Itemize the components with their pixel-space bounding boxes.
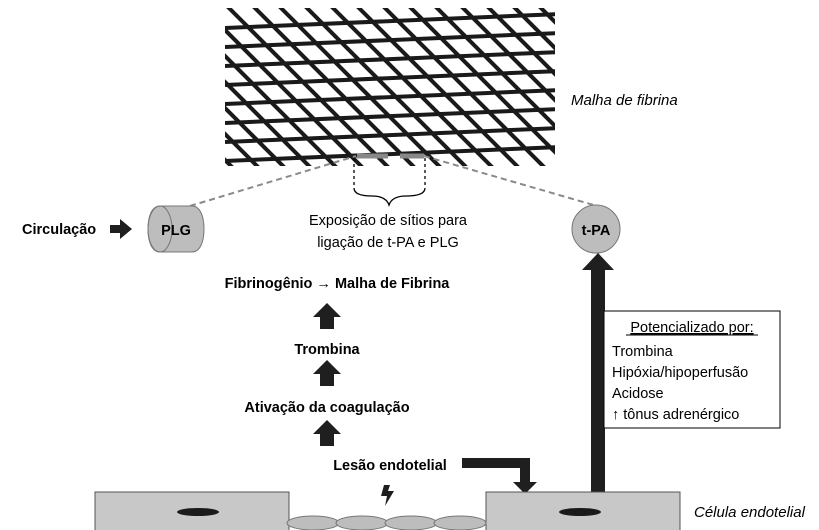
potentiator-item: ↑ tônus adrenérgico [612, 407, 739, 423]
fibrin-mesh-label: Malha de fibrina [571, 92, 678, 109]
arrow-up-icon [313, 303, 341, 329]
exposure-line-2: ligação de t-PA e PLG [317, 235, 459, 251]
fibrin-strand-horizontal [225, 88, 555, 106]
damaged-cells [286, 515, 487, 530]
tpa-release-arrow-icon [582, 253, 614, 492]
endothelial-cell-left [94, 491, 290, 530]
circulation-arrow-icon [110, 219, 132, 239]
fibrin-strand-diagonal [460, 8, 555, 103]
fibrin-strand-diagonal [44, 5, 214, 175]
tpa-dashed-connector [423, 155, 605, 209]
fibrin-strand-horizontal [225, 12, 555, 30]
fibrin-strand-diagonal [304, 8, 468, 166]
fibrin-strand-diagonal [564, 5, 734, 175]
potentiator-item: Trombina [612, 344, 674, 360]
fibrin-strand-horizontal [225, 145, 555, 163]
plg-dashed-connector [189, 155, 357, 207]
fibrin-strand-horizontal [225, 107, 555, 125]
fibrinogen-step-label: Fibrinogênio → Malha de Fibrina [225, 276, 451, 292]
fibrin-strand-diagonal [225, 27, 364, 166]
fibrin-strand-diagonal [226, 8, 390, 166]
thrombin-label: Trombina [294, 342, 360, 358]
fibrin-strand-diagonal [225, 79, 312, 166]
fibrin-strand-diagonal [486, 8, 555, 77]
tpa-label: t-PA [582, 223, 611, 239]
fibrin-strand-diagonal [382, 8, 546, 166]
fibrin-strand-diagonal [408, 8, 555, 155]
fibrin-strand-diagonal [538, 8, 555, 25]
arrow-up-icon [313, 420, 341, 446]
exposure-line-1: Exposição de sítios para [309, 213, 468, 229]
fibrin-strand-diagonal [330, 8, 494, 166]
fibrin-strand-diagonal [225, 53, 338, 166]
plg-node: PLG [147, 205, 205, 253]
fibrin-mesh [0, 5, 760, 175]
endothelial-lesion-label: Lesão endotelial [333, 458, 447, 474]
potentiator-item: Hipóxia/hipoperfusão [612, 365, 748, 381]
fibrin-strand-horizontal [225, 50, 555, 68]
fibrin-strand-diagonal [225, 131, 260, 166]
fibrin-strand-diagonal [356, 8, 520, 166]
coag-activation-label: Ativação da coagulação [244, 400, 409, 416]
plg-label: PLG [161, 223, 191, 239]
fibrin-strand-diagonal [434, 8, 555, 129]
arrow-up-icon [313, 360, 341, 386]
fibrin-strand-diagonal [278, 8, 442, 166]
potentiators-title: Potencializado por: [630, 320, 753, 336]
circulation-label: Circulação [22, 222, 96, 238]
fibrin-strand-diagonal [590, 5, 760, 175]
potentiators-box [603, 310, 781, 429]
fibrin-strand-diagonal [18, 5, 188, 175]
fibrin-strand-diagonal [225, 105, 286, 166]
binding-site-bracket [353, 158, 426, 208]
fibrin-strand-diagonal [225, 157, 234, 166]
endothelial-cell-right [485, 491, 681, 530]
endothelial-cell-label: Célula endotelial [694, 504, 806, 521]
potentiator-item: Acidose [612, 386, 664, 402]
fibrin-strand-diagonal [0, 5, 162, 175]
lightning-icon [381, 485, 394, 506]
elbow-arrow-icon [462, 458, 537, 494]
fibrin-strand-diagonal [512, 8, 555, 51]
fibrin-strand-diagonal [252, 8, 416, 166]
tpa-node: t-PA [571, 204, 621, 254]
